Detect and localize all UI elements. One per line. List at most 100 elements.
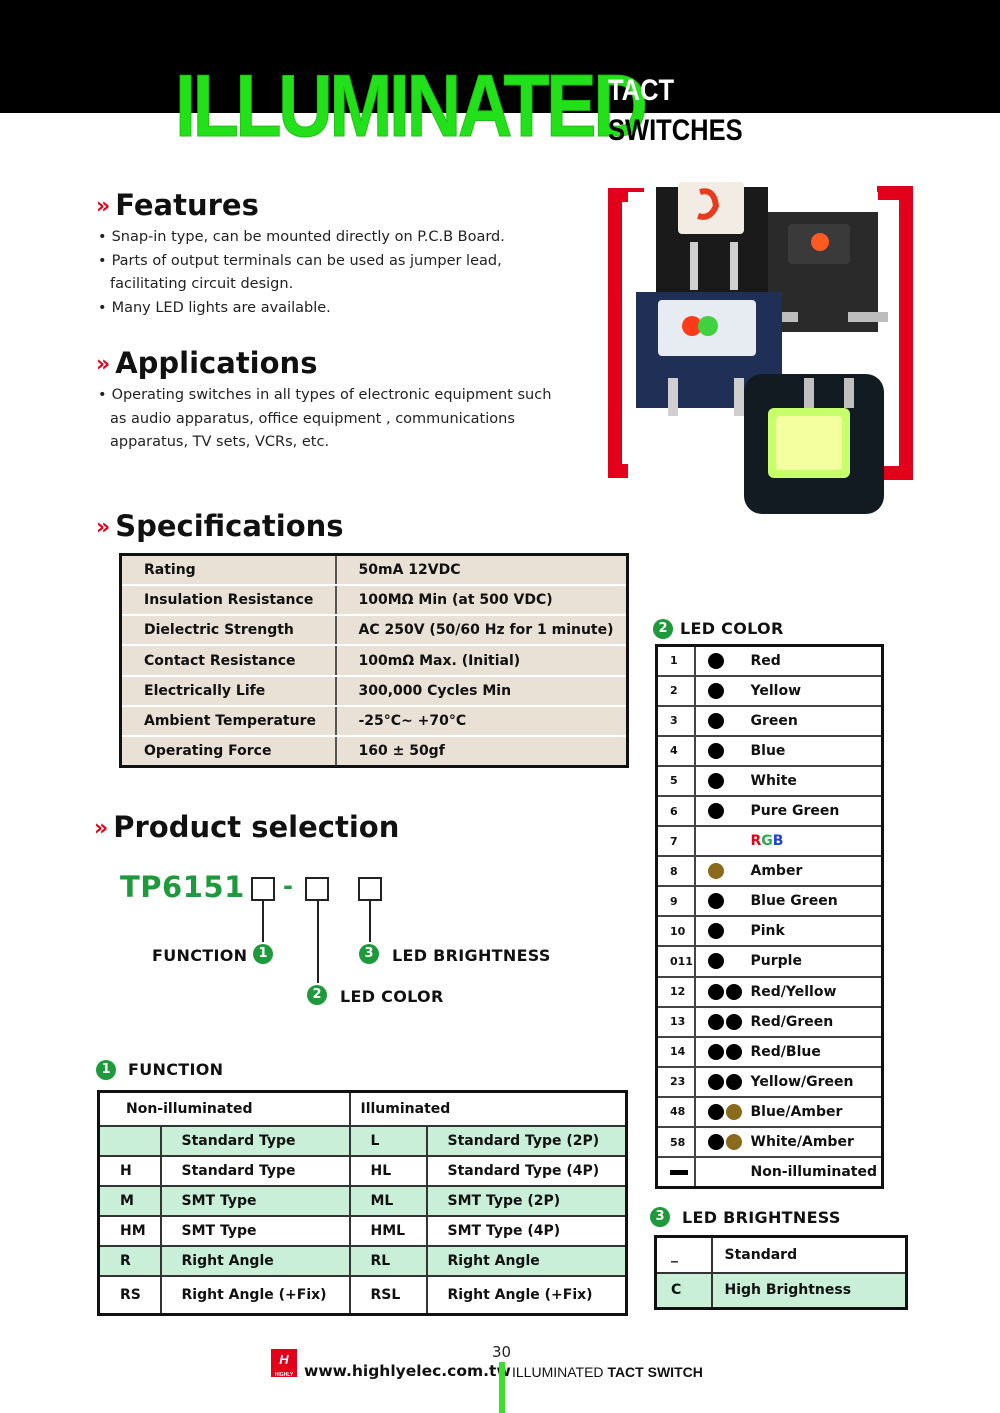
led-code: 8 [656,856,696,888]
code-box-function [251,877,275,901]
table-cell: Standard Type (4P) [426,1155,628,1187]
led-code: 10 [656,916,696,948]
led-dot-icon [707,652,724,669]
table-cell: RS [98,1276,162,1316]
table-cell: RSL [349,1276,428,1316]
led-code: 23 [656,1066,696,1098]
led-indicator [694,1006,751,1038]
led-indicator [694,946,751,978]
spec-key: Contact Resistance [120,645,337,677]
led-code: 5 [656,765,696,797]
specifications-heading: »Specifications [96,509,344,543]
table-cell: Right Angle (+Fix) [426,1276,628,1316]
led-dot-icon [707,1134,724,1151]
footer-accent-bar [499,1362,505,1413]
table-row: Non-illuminated [656,1157,883,1189]
led-dot-icon [707,1013,724,1030]
page-number: 30 [492,1343,512,1361]
column-header: Illuminated [349,1091,628,1127]
table-cell: Right Angle [160,1246,351,1278]
column-header: Non-illuminated [98,1091,351,1127]
rgb-letter: R [750,833,762,850]
chevron-icon: » [96,194,110,219]
led-dot-icon [725,983,742,1000]
led-color-name: Red/Blue [750,1036,883,1068]
led-indicator [694,1157,751,1189]
badge-2: 2 [307,985,327,1005]
table-cell: ML [349,1185,428,1218]
applications-list: Operating switches in all types of elect… [98,384,568,455]
led-dot-icon [707,1073,724,1090]
table-cell: SMT Type (2P) [426,1185,628,1218]
led-code: 2 [656,675,696,707]
led-indicator [694,976,751,1008]
applications-heading: »Applications [96,346,318,380]
product-photo [608,182,913,514]
led-indicator [694,765,751,797]
led-dot-icon [725,1043,742,1060]
led-dot-icon [707,803,724,820]
led-color-name: RGB [750,826,883,858]
svg-text:H: H [279,1352,289,1367]
switch-2 [758,212,888,332]
connector-line [369,901,371,942]
table-cell: M [98,1185,162,1218]
table-cell: SMT Type [160,1216,351,1248]
product-selection-heading: »Product selection [94,810,400,844]
table-row: 10 Pink [656,916,883,948]
table-header-row: Non-illuminated Illuminated [98,1091,628,1127]
led-dot-icon [707,1103,724,1120]
part-dash: - [283,872,293,900]
part-number: TP6151 [120,870,245,904]
led-dot-icon [707,863,724,880]
spec-value: 50mA 12VDC [335,554,628,586]
led-indicator [694,826,751,858]
footer-title: ILLUMINATED TACT SWITCH [512,1364,703,1380]
led-color-name: Yellow [750,675,883,707]
table-row: 6 Pure Green [656,795,883,828]
led-color-name: White/Amber [750,1127,883,1159]
led-dot-icon [707,983,724,1000]
table-row: H Standard Type HL Standard Type (4P) [98,1155,628,1187]
led-code: 13 [656,1006,696,1038]
table-cell: SMT Type [160,1185,351,1218]
switch-4 [744,374,884,514]
led-code [656,1157,696,1189]
spec-value: -25°C~ +70°C [335,705,628,738]
badge-3: 3 [650,1207,670,1227]
subtitle-tact: TACT [608,74,675,107]
table-cell: C [655,1272,713,1310]
chevron-icon: » [94,816,108,841]
led-code: 9 [656,886,696,918]
rgb-letter: B [772,833,784,850]
led-color-name: Pink [750,916,883,948]
led-code: 6 [656,795,696,828]
website-link[interactable]: www.highlyelec.com.tw [304,1362,511,1380]
led-indicator [694,1127,751,1159]
led-color-heading: LED COLOR [680,619,784,638]
led-dot-icon [707,953,724,970]
led-color-name: Red/Yellow [750,976,883,1008]
header-bar [0,0,1000,113]
led-dot-icon [707,682,724,699]
led-code: 58 [656,1127,696,1159]
led-color-name: Pure Green [750,795,883,828]
table-cell: _ [655,1236,713,1274]
led-code: 7 [656,826,696,858]
spec-value: 160 ± 50gf [335,736,628,768]
led-dot-icon [707,742,724,759]
table-row: 2 Yellow [656,675,883,707]
